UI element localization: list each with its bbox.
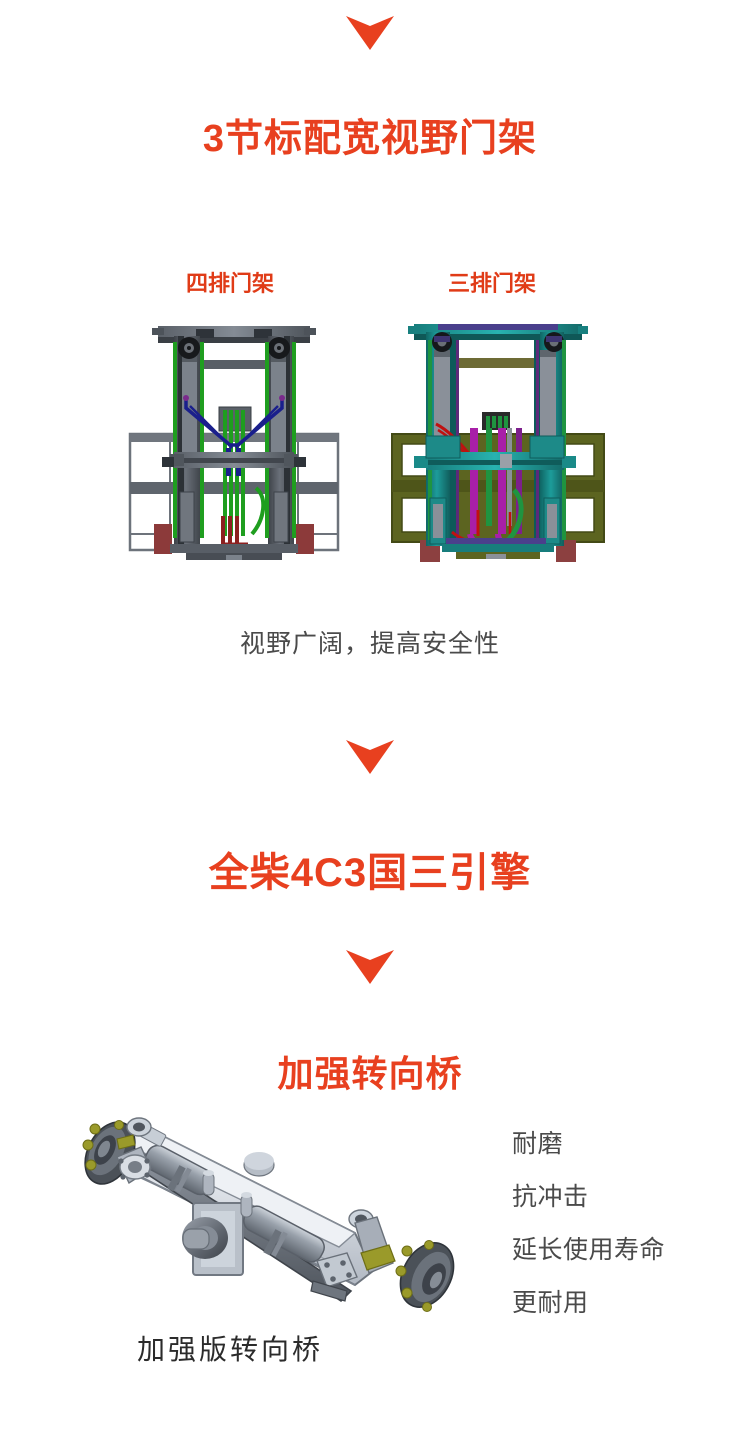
chevron-down-arrow-icon [344, 738, 396, 776]
list-item: 更耐用 [512, 1289, 589, 1317]
mast-section-caption: 视野广阔，提高安全性 [239, 630, 500, 658]
chevron-down-arrow-icon [344, 948, 396, 986]
list-item: 耐磨 [512, 1130, 564, 1158]
mast-variant-label-four-row: 四排门架 [185, 271, 274, 296]
four-row-mast-illustration [126, 312, 342, 572]
axle-figure-caption: 加强版转向桥 [136, 1335, 323, 1366]
reinforced-steering-axle-illustration [55, 1095, 505, 1330]
list-item: 延长使用寿命 [512, 1236, 666, 1264]
chevron-down-arrow-icon [344, 14, 396, 52]
page-title-mast: 3节标配宽视野门架 [202, 118, 538, 160]
three-row-mast-illustration [390, 312, 606, 572]
page-title-axle: 加强转向桥 [277, 1053, 463, 1094]
mast-variant-label-three-row: 三排门架 [447, 271, 536, 296]
list-item: 抗冲击 [512, 1183, 589, 1211]
axle-feature-list: 耐磨 抗冲击 延长使用寿命 更耐用 [512, 1132, 727, 1316]
page-title-engine: 全柴4C3国三引擎 [208, 851, 532, 895]
